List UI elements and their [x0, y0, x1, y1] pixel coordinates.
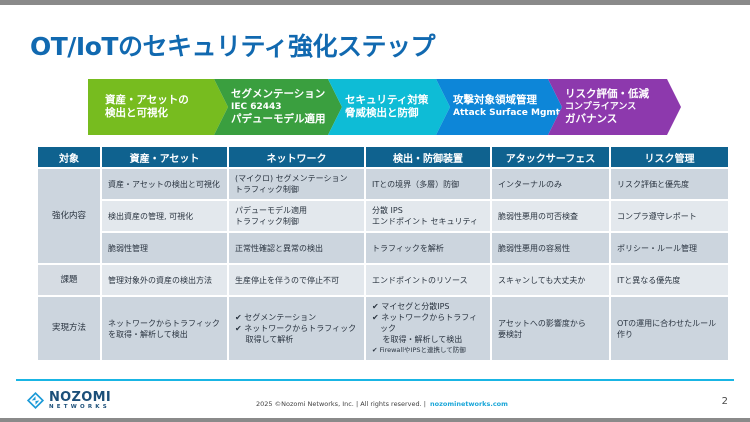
cell-strengthening-1-attack-surface: インターナルのみ [492, 169, 609, 199]
chevron-step-4-line2: Attack Surface Mgmt [453, 108, 561, 119]
footer-divider [16, 379, 734, 381]
cell-issues-network: 生産停止を伴うので停止不可 [229, 265, 364, 295]
chevron-step-5: リスク評価・低減 コンプライアンス ガバナンス [548, 79, 681, 135]
capability-matrix-table: 対象 資産・アセット ネットワーク 検出・防御装置 アタックサーフェス リスク管… [36, 145, 730, 362]
row-label-issues: 課題 [38, 265, 100, 295]
table-header-row: 対象 資産・アセット ネットワーク 検出・防御装置 アタックサーフェス リスク管… [38, 147, 728, 167]
cell-issues-risk: ITと異なる優先度 [611, 265, 728, 295]
cell-strengthening-3-asset: 脆弱性管理 [102, 233, 227, 263]
cell-issues-asset: 管理対象外の資産の検出方法 [102, 265, 227, 295]
cell-issues-attack-surface: スキャンしても大丈夫か [492, 265, 609, 295]
cell-strengthening-1-risk: リスク評価と優先度 [611, 169, 728, 199]
nozomi-diamond-icon [26, 392, 45, 410]
chevron-step-2: セグメンテーション IEC 62443 パデューモデル適用 [214, 79, 342, 135]
column-header-detection: 検出・防御装置 [366, 147, 490, 167]
cell-strengthening-1-detection: ITとの境界（多層）防御 [366, 169, 490, 199]
cell-methods-detection: ✔ マイセグと分散IPS ✔ ネットワークからトラフィック を取得・解析して検出… [366, 297, 490, 360]
table-row: 実現方法 ネットワークからトラフィック を取得・解析して検出 ✔ セグメンテーシ… [38, 297, 728, 360]
cell-strengthening-2-risk: コンプラ遵守レポート [611, 201, 728, 231]
column-header-attack-surface: アタックサーフェス [492, 147, 609, 167]
cell-strengthening-3-network: 正常性確認と異常の検出 [229, 233, 364, 263]
nozomi-wordmark: NOZOMI NETWORKS [49, 391, 111, 411]
chevron-step-3-line3: 脅威検出と防御 [345, 107, 419, 119]
cell-strengthening-2-asset: 検出資産の管理, 可視化 [102, 201, 227, 231]
cell-strengthening-2-detection: 分散 IPS エンドポイント セキュリティ [366, 201, 490, 231]
cell-strengthening-1-network: (マイクロ) セグメンテーション トラフィック制御 [229, 169, 364, 199]
cell-methods-risk: OTの運用に合わせたルール作り [611, 297, 728, 360]
logo-line-nozomi: NOZOMI [49, 390, 111, 405]
logo-line-networks: NETWORKS [49, 404, 110, 410]
chevron-step-1-line1: 資産・アセットの [105, 94, 189, 106]
copyright-text: 2025 ©Nozomi Networks, Inc. | All rights… [256, 400, 426, 408]
cell-methods-asset: ネットワークからトラフィック を取得・解析して検出 [102, 297, 227, 360]
cell-strengthening-1-asset: 資産・アセットの検出と可視化 [102, 169, 227, 199]
cell-strengthening-2-attack-surface: 脆弱性悪用の可否検査 [492, 201, 609, 231]
chevron-step-5-line2: コンプライアンス [565, 101, 637, 112]
table-row: 課題 管理対象外の資産の検出方法 生産停止を伴うので停止不可 エンドポイントのリ… [38, 265, 728, 295]
cell-methods-network: ✔ セグメンテーション ✔ ネットワークからトラフィック 取得して解析 [229, 297, 364, 360]
chevron-step-1-line3: 検出と可視化 [105, 107, 168, 119]
page-number: 2 [721, 396, 728, 407]
chevron-step-1: 資産・アセットの 検出と可視化 [88, 79, 228, 135]
chevron-step-2-line3: パデューモデル適用 [231, 113, 326, 126]
row-label-strengthening: 強化内容 [38, 169, 100, 263]
chevron-step-3: セキュリティ対策 脅威検出と防御 [328, 79, 450, 135]
column-header-network: ネットワーク [229, 147, 364, 167]
chevron-step-5-line3: ガバナンス [565, 113, 618, 126]
chevron-step-3-line1: セキュリティ対策 [345, 94, 429, 106]
cell-strengthening-2-network: パデューモデル適用 トラフィック制御 [229, 201, 364, 231]
chevron-step-2-line2: IEC 62443 [231, 101, 282, 112]
nozomi-networks-logo: NOZOMI NETWORKS [26, 391, 111, 411]
cell-strengthening-3-attack-surface: 脆弱性悪用の容易性 [492, 233, 609, 263]
table-row: 脆弱性管理 正常性確認と異常の検出 トラフィックを解析 脆弱性悪用の容易性 ポリ… [38, 233, 728, 263]
column-header-target: 対象 [38, 147, 100, 167]
column-header-asset: 資産・アセット [102, 147, 227, 167]
cell-issues-detection: エンドポイントのリソース [366, 265, 490, 295]
chevron-step-5-line1: リスク評価・低減 [565, 87, 649, 100]
cell-strengthening-3-risk: ポリシー・ルール管理 [611, 233, 728, 263]
cell-strengthening-3-detection: トラフィックを解析 [366, 233, 490, 263]
chevron-step-4-line1: 攻撃対象領域管理 [453, 94, 537, 107]
chevron-step-2-line1: セグメンテーション [231, 87, 326, 100]
row-label-methods: 実現方法 [38, 297, 100, 360]
table-row: 強化内容 資産・アセットの検出と可視化 (マイクロ) セグメンテーション トラフ… [38, 169, 728, 263]
process-chevron-band: 資産・アセットの 検出と可視化 セグメンテーション IEC 62443 パデュー… [88, 79, 667, 135]
page-title: OT/IoTのセキュリティ強化ステップ [30, 32, 435, 61]
column-header-risk: リスク管理 [611, 147, 728, 167]
table-row: 検出資産の管理, 可視化 パデューモデル適用 トラフィック制御 分散 IPS エ… [38, 201, 728, 231]
chevron-step-4: 攻撃対象領域管理 Attack Surface Mgmt [436, 79, 562, 135]
website-link[interactable]: nozominetworks.com [430, 400, 508, 408]
cell-methods-attack-surface: アセットへの影響度から 要検討 [492, 297, 609, 360]
